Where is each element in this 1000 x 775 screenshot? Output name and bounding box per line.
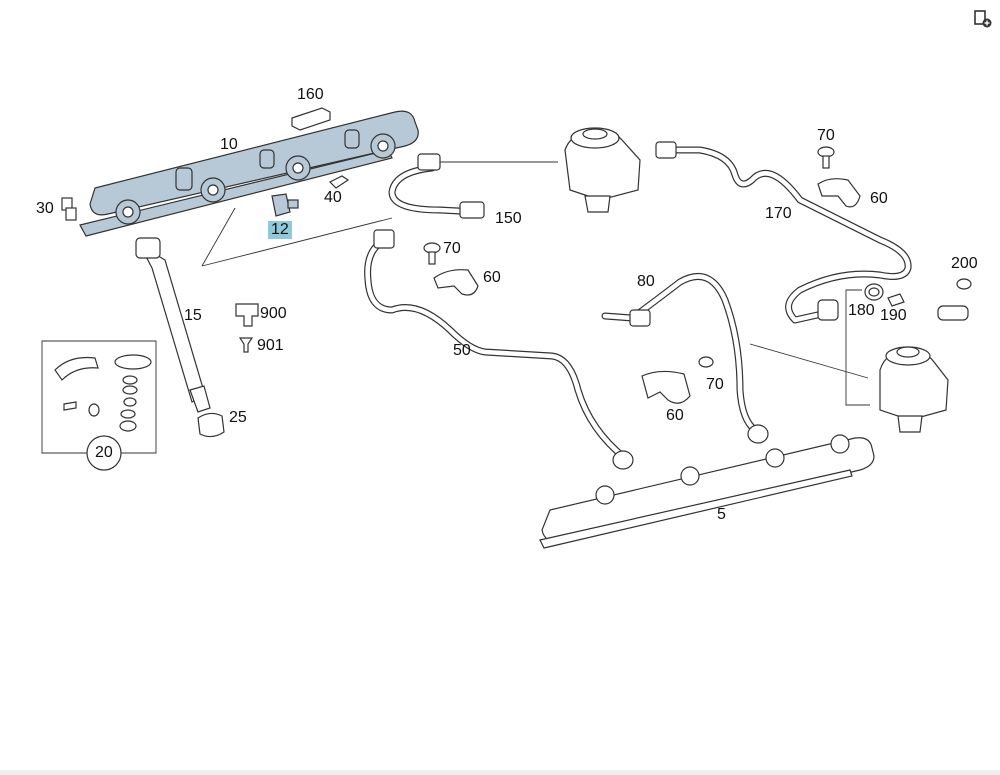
callout-160[interactable]: 160 xyxy=(297,86,324,103)
callout-60-lower[interactable]: 60 xyxy=(666,407,684,424)
part-901 xyxy=(238,337,254,353)
fuel-rail-right xyxy=(539,434,875,549)
injector-15 xyxy=(135,237,211,413)
callout-5[interactable]: 5 xyxy=(717,506,726,523)
pipe-150 xyxy=(388,153,485,219)
callout-10[interactable]: 10 xyxy=(220,136,238,153)
callout-901[interactable]: 901 xyxy=(257,337,284,354)
part-30-bolt xyxy=(61,197,77,221)
callout-70-lower[interactable]: 70 xyxy=(706,376,724,393)
bottom-scroll-area xyxy=(0,770,1000,775)
callout-70-middle[interactable]: 70 xyxy=(443,240,461,257)
leader-lines xyxy=(201,161,870,406)
add-to-cart-button[interactable] xyxy=(972,8,994,30)
part-12-sensor xyxy=(271,193,299,217)
callout-60-middle[interactable]: 60 xyxy=(483,269,501,286)
part-160 xyxy=(291,107,331,131)
callout-25[interactable]: 25 xyxy=(229,409,247,426)
part-70-60-middle xyxy=(423,242,479,296)
part-70-60-upper-right xyxy=(817,146,861,208)
part-180-190-200 xyxy=(864,278,972,321)
callout-170[interactable]: 170 xyxy=(765,205,792,222)
fuel-rail-left xyxy=(79,110,419,237)
callout-50[interactable]: 50 xyxy=(453,342,471,359)
callout-150[interactable]: 150 xyxy=(495,210,522,227)
part-40 xyxy=(328,175,350,189)
callout-70-upper[interactable]: 70 xyxy=(817,127,835,144)
part-900 xyxy=(235,303,259,327)
part-25 xyxy=(197,412,225,438)
pipe-50 xyxy=(364,229,634,470)
part-60-70-lower xyxy=(641,356,714,404)
kit-box-20 xyxy=(41,340,157,471)
callout-12[interactable]: 12 xyxy=(268,221,292,239)
callout-80[interactable]: 80 xyxy=(637,273,655,290)
callout-20[interactable]: 20 xyxy=(95,444,113,461)
callout-190[interactable]: 190 xyxy=(880,307,907,324)
callout-15[interactable]: 15 xyxy=(184,307,202,324)
pump-lower xyxy=(879,346,949,433)
pipe-170 xyxy=(655,141,912,324)
callout-40[interactable]: 40 xyxy=(324,189,342,206)
add-to-cart-icon xyxy=(974,10,992,28)
callout-180[interactable]: 180 xyxy=(848,302,875,319)
pipe-80 xyxy=(601,272,769,444)
callout-900[interactable]: 900 xyxy=(260,305,287,322)
callout-60-upper[interactable]: 60 xyxy=(870,190,888,207)
pump-upper xyxy=(564,127,641,213)
callout-30[interactable]: 30 xyxy=(36,200,54,217)
callout-200[interactable]: 200 xyxy=(951,255,978,272)
